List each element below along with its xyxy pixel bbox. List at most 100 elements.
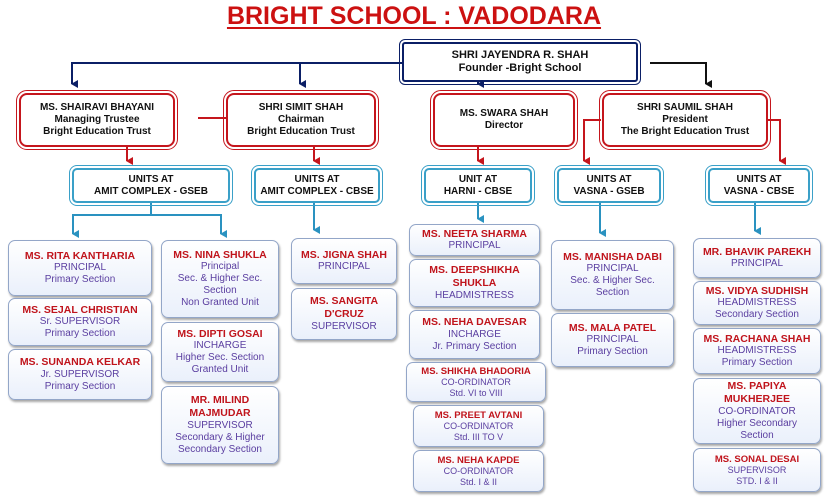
staff-card: MS. VIDYA SUDHISH HEADMISTRESS Secondary… [693, 281, 821, 325]
staff-name: MS. MALA PATEL [568, 321, 657, 334]
trustee-box-managing-trustee: MS. SHAIRAVI BHAYANI Managing Trustee Br… [16, 90, 178, 150]
staff-name: MS. SUNANDA KELKAR [19, 356, 141, 369]
staff-card: MS. DEEPSHIKHA SHUKLA HEADMISTRESS [409, 259, 540, 307]
trustee-org: The Bright Education Trust [620, 126, 750, 137]
staff-name: MS. NEHA DAVESAR [422, 316, 527, 329]
staff-role: PRINCIPAL [586, 334, 639, 346]
staff-role: INCHARGE [193, 340, 247, 352]
staff-card: MS. SONAL DESAI SUPERVISOR STD. I & II [693, 448, 821, 492]
staff-card: MS. PREET AVTANI CO-ORDINATOR Std. III T… [413, 405, 544, 447]
staff-name: MS. MANISHA DABI [563, 250, 662, 263]
staff-detail-2: Granted Unit [191, 364, 249, 376]
unit-line2: HARNI - CBSE [443, 185, 513, 197]
trustee-role: President [662, 114, 708, 125]
trustee-box-president: SHRI SAUMIL SHAH President The Bright Ed… [599, 90, 771, 150]
staff-role: CO-ORDINATOR [718, 405, 796, 417]
staff-card: MS. PAPIYA MUKHERJEE CO-ORDINATOR Higher… [693, 378, 821, 444]
staff-detail: Secondary & Higher [175, 431, 265, 443]
staff-role: Sr. SUPERVISOR [39, 316, 121, 328]
staff-role: HEADMISTRESS [435, 289, 514, 301]
staff-name: MS. JIGNA SHAH [301, 248, 387, 261]
trustee-name: SHRI SIMIT SHAH [258, 102, 344, 113]
staff-card: MS. RACHANA SHAH HEADMISTRESS Primary Se… [693, 328, 821, 374]
staff-detail: Primary Section [577, 346, 648, 358]
staff-card: MS. MANISHA DABI PRINCIPAL Sec. & Higher… [551, 240, 674, 310]
trustee-box-chairman: SHRI SIMIT SHAH Chairman Bright Educatio… [223, 90, 379, 150]
staff-card: MS. MALA PATEL PRINCIPAL Primary Section [551, 313, 674, 367]
staff-card: MS. RITA KANTHARIA PRINCIPAL Primary Sec… [8, 240, 152, 296]
staff-detail: Primary Section [721, 357, 793, 369]
staff-name: MR. MILIND MAJMUDAR [189, 394, 251, 419]
staff-detail: Higher Secondary [716, 417, 798, 429]
staff-name: MS. RACHANA SHAH [703, 332, 811, 345]
unit-box-vasna-gseb: UNITS AT VASNA - GSEB [554, 165, 664, 206]
staff-card: MS. SANGITA D'CRUZ SUPERVISOR [291, 288, 397, 340]
staff-role: CO-ORDINATOR [443, 420, 514, 431]
unit-box-amit-gseb: UNITS AT AMIT COMPLEX - GSEB [69, 165, 233, 206]
trustee-org: Bright Education Trust [247, 126, 355, 137]
page-title: BRIGHT SCHOOL : VADODARA [0, 2, 828, 31]
founder-box: SHRI JAYENDRA R. SHAH Founder -Bright Sc… [399, 39, 641, 85]
staff-role: PRINCIPAL [317, 261, 371, 273]
staff-detail-2: Section [740, 429, 774, 441]
staff-name: MS. NINA SHUKLA [173, 248, 267, 261]
unit-line2: AMIT COMPLEX - CBSE [260, 185, 374, 197]
staff-name: MS. SANGITA D'CRUZ [309, 295, 379, 320]
unit-line1: UNITS AT [736, 173, 782, 185]
staff-role: PRINCIPAL [53, 262, 107, 274]
staff-detail: Std. VI to VIII [449, 387, 503, 398]
staff-role: PRINCIPAL [730, 258, 784, 270]
staff-role: Principal [200, 261, 240, 273]
trustee-name: SHRI SAUMIL SHAH [637, 102, 733, 113]
staff-name: MS. RITA KANTHARIA [24, 249, 136, 262]
staff-name: MS. VIDYA SUDHISH [705, 284, 809, 297]
staff-role: SUPERVISOR [311, 320, 377, 332]
staff-card: MS. JIGNA SHAH PRINCIPAL [291, 238, 397, 284]
unit-line1: UNITS AT [586, 173, 632, 185]
unit-line2: AMIT COMPLEX - GSEB [94, 185, 208, 197]
founder-role: Founder -Bright School [458, 62, 582, 74]
staff-role: CO-ORDINATOR [443, 465, 514, 476]
unit-box-amit-cbse: UNITS AT AMIT COMPLEX - CBSE [251, 165, 383, 206]
staff-role: HEADMISTRESS [717, 345, 797, 357]
staff-name: MS. SONAL DESAI [714, 453, 800, 465]
trustee-name: MS. SHAIRAVI BHAYANI [39, 102, 155, 113]
staff-role: PRINCIPAL [448, 240, 501, 252]
staff-detail-2: Secondary Section [178, 443, 262, 455]
staff-card: MS. NEHA KAPDE CO-ORDINATOR Std. I & II [413, 450, 544, 492]
unit-line1: UNITS AT [294, 173, 340, 185]
founder-name: SHRI JAYENDRA R. SHAH [451, 48, 589, 61]
trustee-box-director: MS. SWARA SHAH Director [430, 90, 578, 150]
staff-detail-2: Section [595, 287, 630, 299]
staff-detail: Jr. Primary Section [432, 340, 517, 352]
staff-detail: Secondary Section [715, 309, 799, 321]
staff-role: Jr. SUPERVISOR [40, 368, 120, 380]
trustee-name: MS. SWARA SHAH [459, 108, 549, 119]
unit-line1: UNIT AT [458, 173, 498, 185]
staff-role: CO-ORDINATOR [441, 376, 511, 387]
staff-detail: Std. I & II [459, 476, 497, 487]
unit-box-harni-cbse: UNIT AT HARNI - CBSE [421, 165, 535, 206]
staff-name: MS. SEJAL CHRISTIAN [22, 303, 138, 316]
staff-detail: Higher Sec. Section [175, 352, 265, 364]
staff-card: MS. NEHA DAVESAR INCHARGE Jr. Primary Se… [409, 310, 540, 359]
staff-card: MS. NINA SHUKLA Principal Sec. & Higher … [161, 240, 279, 318]
staff-name: MS. SHIKHA BHADORIA [421, 365, 531, 377]
staff-role: SUPERVISOR [727, 464, 787, 475]
staff-role: SUPERVISOR [187, 419, 253, 431]
page-title-text: BRIGHT SCHOOL : VADODARA [226, 2, 602, 30]
staff-role: INCHARGE [448, 328, 501, 340]
unit-line2: VASNA - CBSE [723, 185, 795, 197]
unit-connectors [72, 203, 761, 238]
staff-card: MS. SEJAL CHRISTIAN Sr. SUPERVISOR Prima… [8, 298, 152, 346]
staff-role: PRINCIPAL [586, 263, 639, 275]
trustee-org: Bright Education Trust [43, 126, 151, 137]
staff-name: MS. DEEPSHIKHA SHUKLA [429, 264, 520, 289]
unit-line2: VASNA - GSEB [573, 185, 645, 197]
staff-card: MS. NEETA SHARMA PRINCIPAL [409, 224, 540, 256]
staff-card: MS. SHIKHA BHADORIA CO-ORDINATOR Std. VI… [406, 362, 546, 402]
staff-detail: Primary Section [44, 328, 116, 340]
unit-box-vasna-cbse: UNITS AT VASNA - CBSE [705, 165, 813, 206]
staff-card: MR. MILIND MAJMUDAR SUPERVISOR Secondary… [161, 386, 279, 464]
staff-detail-2: Non Granted Unit [181, 297, 259, 309]
